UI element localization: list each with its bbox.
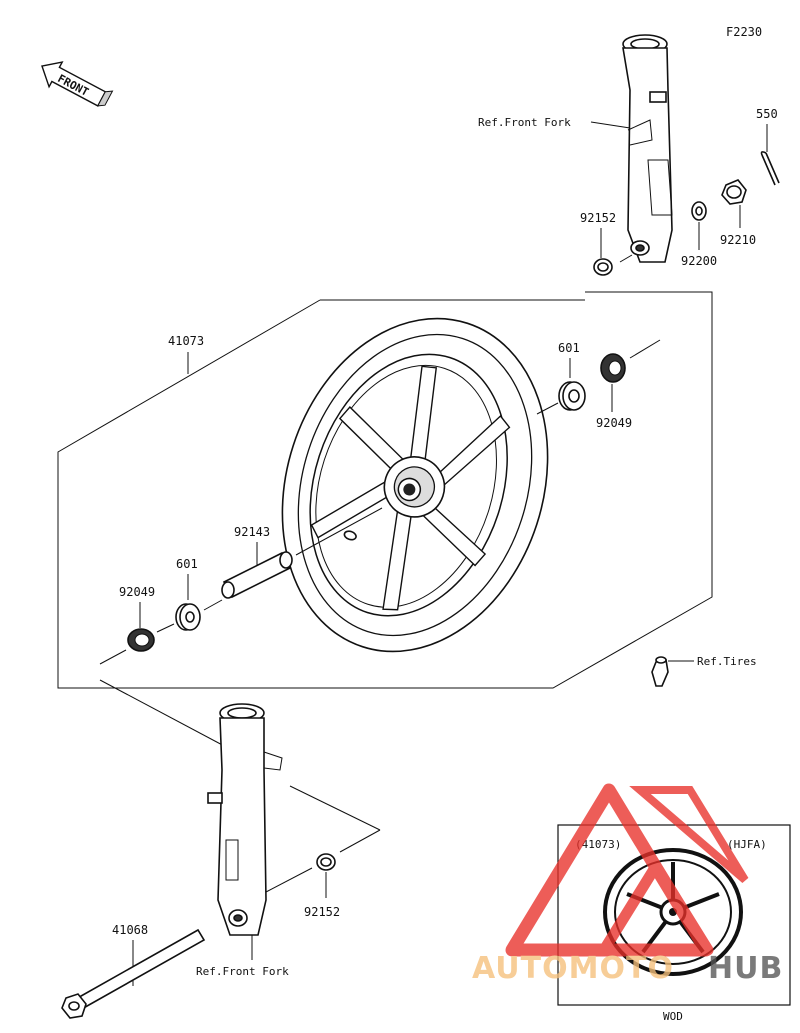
part-label-92143: 92143	[234, 525, 270, 539]
ref-tires-label: Ref.Tires	[697, 655, 757, 668]
part-label-92049-right: 92049	[596, 416, 632, 430]
part-label-92152-bottom: 92152	[304, 905, 340, 919]
automotohub-watermark: AUTOMOTO HUB	[472, 783, 783, 986]
inset-variant: (HJFA)	[727, 838, 767, 851]
part-label-92210: 92210	[720, 233, 756, 247]
bearing-601-left	[175, 603, 201, 631]
part-label-41068: 41068	[112, 923, 148, 937]
watermark-text-automoto: AUTOMOTO	[472, 951, 674, 986]
inset-caption: WOD	[663, 1010, 683, 1023]
spacer-92143	[221, 551, 293, 599]
oil-seal-92049-right	[600, 353, 626, 383]
inset-part-number: (41073)	[575, 838, 621, 851]
figure-code: F2230	[726, 25, 762, 39]
ref-front-fork-top-label: Ref.Front Fork	[478, 116, 571, 129]
axle-nut-92210	[721, 179, 747, 205]
front-wheel-41073	[281, 317, 549, 653]
part-label-92200: 92200	[681, 254, 717, 268]
tire-valve	[651, 656, 669, 687]
front-fork-right	[622, 34, 673, 263]
wheel-assembly-frame	[57, 291, 713, 689]
collar-92152-top	[593, 258, 613, 276]
part-label-601-top: 601	[558, 341, 580, 355]
part-label-41073: 41073	[168, 334, 204, 348]
part-label-92152-top: 92152	[580, 211, 616, 225]
front-direction-arrow: FRONT	[41, 61, 114, 107]
part-label-550: 550	[756, 107, 778, 121]
part-label-92049-left: 92049	[119, 585, 155, 599]
washer-92200	[691, 201, 707, 221]
inset-variant-box: (41073) (HJFA) WOD	[557, 824, 791, 1023]
cotter-pin-550	[760, 151, 780, 186]
watermark-text-hub: HUB	[708, 951, 783, 986]
ref-front-fork-bottom-label: Ref.Front Fork	[196, 965, 289, 978]
collar-92152-bottom	[316, 853, 336, 871]
oil-seal-92049-left	[127, 628, 155, 652]
part-label-601-left: 601	[176, 557, 198, 571]
axle-41068	[61, 928, 206, 1019]
front-fork-left	[207, 703, 283, 936]
bearing-601-right	[558, 381, 586, 411]
watermark-logo-triangle	[505, 783, 749, 957]
